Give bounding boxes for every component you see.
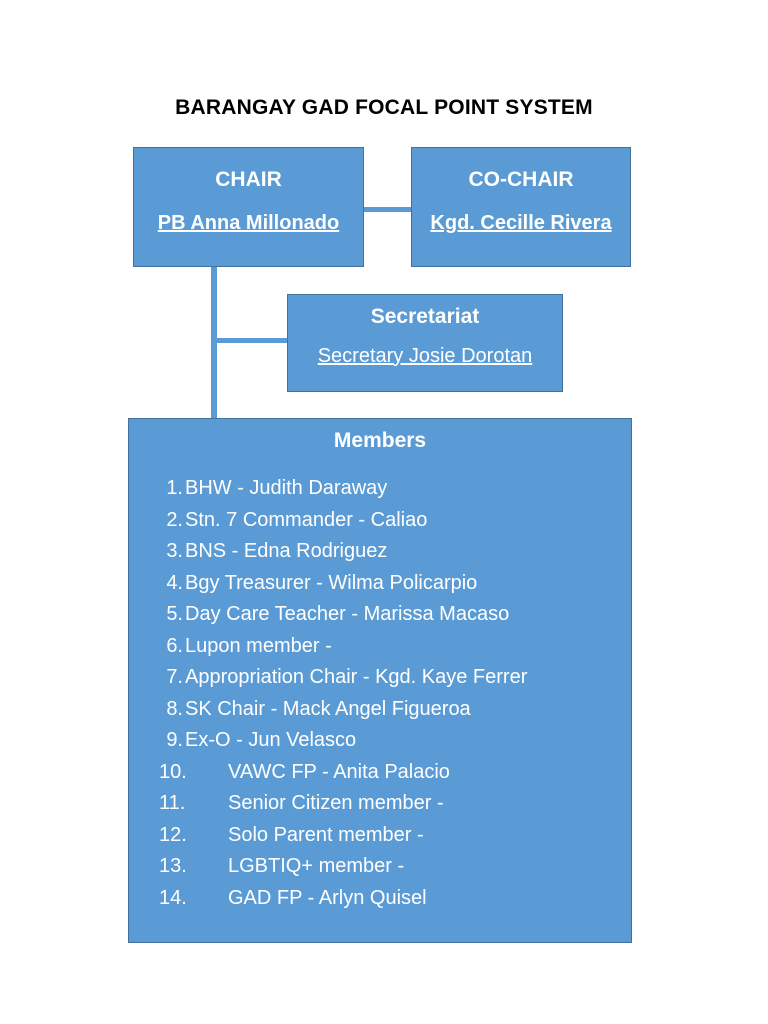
list-item-text: GAD FP - Arlyn Quisel bbox=[228, 886, 427, 909]
list-item-number: 7. bbox=[166, 666, 183, 688]
list-item: 11. Senior Citizen member - bbox=[159, 788, 527, 820]
list-item: 10. VAWC FP - Anita Palacio bbox=[159, 757, 527, 789]
list-item-number: 5. bbox=[166, 603, 183, 625]
list-item-text: VAWC FP - Anita Palacio bbox=[228, 760, 450, 783]
list-item-text: Senior Citizen member - bbox=[228, 792, 444, 814]
members-heading: Members bbox=[333, 429, 427, 452]
list-item-number: 11. bbox=[159, 792, 186, 814]
list-item-number: 13. bbox=[159, 855, 187, 877]
list-item: 12. Solo Parent member - bbox=[159, 820, 527, 852]
list-item-text: Appropriation Chair - Kgd. Kaye Ferrer bbox=[185, 666, 528, 688]
list-item: 1.BHW - Judith Daraway bbox=[159, 473, 527, 505]
page-title: BARANGAY GAD FOCAL POINT SYSTEM bbox=[175, 96, 593, 119]
list-item-number: 3. bbox=[166, 540, 183, 562]
list-item: 3.BNS - Edna Rodriguez bbox=[159, 536, 527, 568]
list-item: 13. LGBTIQ+ member - bbox=[159, 851, 527, 883]
list-item-text: Solo Parent member - bbox=[228, 823, 424, 846]
connector-trunk-secretariat bbox=[211, 338, 287, 343]
list-item-text: SK Chair - Mack Angel Figueroa bbox=[185, 697, 471, 720]
chair-box: CHAIR PB Anna Millonado bbox=[133, 147, 364, 267]
list-item-number: 12. bbox=[159, 823, 187, 846]
list-item-number: 4. bbox=[166, 571, 183, 594]
list-item-text: Lupon member - bbox=[185, 634, 332, 657]
list-item-text: LGBTIQ+ member - bbox=[228, 855, 405, 877]
list-item: 8.SK Chair - Mack Angel Figueroa bbox=[159, 694, 527, 726]
list-item-text: BNS - Edna Rodriguez bbox=[185, 540, 388, 562]
list-item-number: 9. bbox=[166, 729, 183, 751]
cochair-name: Kgd. Cecille Rivera bbox=[430, 212, 612, 234]
list-item-text: Day Care Teacher - Marissa Macaso bbox=[185, 603, 510, 625]
cochair-box: CO-CHAIR Kgd. Cecille Rivera bbox=[411, 147, 631, 267]
list-item-number: 6. bbox=[166, 634, 183, 657]
list-item-number: 2. bbox=[166, 508, 183, 531]
cochair-heading: CO-CHAIR bbox=[468, 168, 574, 191]
list-item-number: 10. bbox=[159, 760, 187, 783]
list-item-number: 1. bbox=[166, 477, 183, 499]
list-item: 6.Lupon member - bbox=[159, 631, 527, 663]
list-item: 2.Stn. 7 Commander - Caliao bbox=[159, 505, 527, 537]
members-box: Members 1.BHW - Judith Daraway 2.Stn. 7 … bbox=[128, 418, 632, 943]
connector-chair-cochair bbox=[364, 207, 411, 212]
members-list: 1.BHW - Judith Daraway 2.Stn. 7 Commande… bbox=[159, 473, 527, 914]
list-item-text: Bgy Treasurer - Wilma Policarpio bbox=[185, 571, 478, 594]
secretariat-name: Secretary Josie Dorotan bbox=[317, 345, 533, 367]
chair-heading: CHAIR bbox=[215, 168, 282, 191]
secretariat-box: Secretariat Secretary Josie Dorotan bbox=[287, 294, 563, 392]
list-item-number: 8. bbox=[166, 697, 183, 720]
list-item-text: Stn. 7 Commander - Caliao bbox=[185, 508, 428, 531]
chair-name: PB Anna Millonado bbox=[157, 212, 340, 234]
list-item: 9.Ex-O - Jun Velasco bbox=[159, 725, 527, 757]
list-item-number: 14. bbox=[159, 886, 187, 909]
list-item-text: Ex-O - Jun Velasco bbox=[185, 729, 357, 751]
list-item: 5.Day Care Teacher - Marissa Macaso bbox=[159, 599, 527, 631]
list-item: 7.Appropriation Chair - Kgd. Kaye Ferrer bbox=[159, 662, 527, 694]
list-item: 4.Bgy Treasurer - Wilma Policarpio bbox=[159, 568, 527, 600]
list-item: 14. GAD FP - Arlyn Quisel bbox=[159, 883, 527, 915]
list-item-text: BHW - Judith Daraway bbox=[185, 477, 388, 499]
secretariat-heading: Secretariat bbox=[370, 305, 480, 328]
